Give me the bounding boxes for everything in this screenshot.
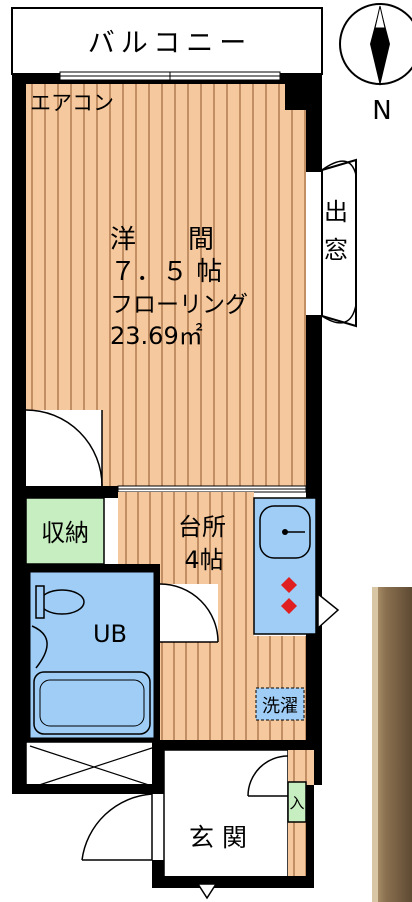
entry-strip: 入 xyxy=(287,750,314,876)
bay-window: 出 窓 xyxy=(321,158,357,328)
burner-1-icon xyxy=(281,577,297,593)
entry-mark: 入 xyxy=(289,794,304,812)
western-room: エアコン 洋 間 ７．５ 帖 フローリング 23.69㎡ xyxy=(26,84,306,486)
bathtub-icon xyxy=(33,671,151,735)
north-compass: N xyxy=(339,3,412,126)
entrance: 玄 関 xyxy=(152,749,314,900)
room-name: 洋 間 xyxy=(110,225,214,255)
kitchen-name: 台所 xyxy=(178,513,226,541)
laundry-label: 洗濯 xyxy=(262,696,298,717)
storage: 収納 xyxy=(25,497,105,565)
balcony-window xyxy=(59,71,281,81)
entrance-label: 玄 関 xyxy=(189,823,247,852)
entrance-door xyxy=(81,793,153,861)
balcony-label: バルコニー xyxy=(88,28,252,59)
room-size: ７．５ 帖 xyxy=(110,257,222,287)
room-photo xyxy=(372,587,412,902)
room-area: 23.69㎡ xyxy=(110,322,203,350)
balcony: バルコニー xyxy=(11,7,323,75)
room-floor: フローリング xyxy=(110,292,248,318)
bathroom: UB xyxy=(26,564,160,742)
room-partition xyxy=(26,485,307,498)
bath-door xyxy=(159,583,219,643)
north-label: N xyxy=(372,96,391,126)
bath-label: UB xyxy=(93,620,127,648)
kitchen-size: 4帖 xyxy=(184,546,223,574)
entry-arrow-icon xyxy=(196,883,218,900)
laundry: 洗濯 xyxy=(255,687,305,721)
burner-2-icon xyxy=(281,598,297,614)
bay-window-label-1: 出 xyxy=(324,198,348,226)
aircon-label: エアコン xyxy=(30,91,114,115)
washbasin-icon xyxy=(31,625,48,669)
toilet-icon xyxy=(39,589,85,615)
kitchen-counter xyxy=(253,497,340,635)
lower-walls xyxy=(12,740,306,794)
storage-label: 収納 xyxy=(41,519,89,547)
bay-window-label-2: 窓 xyxy=(324,236,348,264)
closet-door xyxy=(25,409,103,487)
